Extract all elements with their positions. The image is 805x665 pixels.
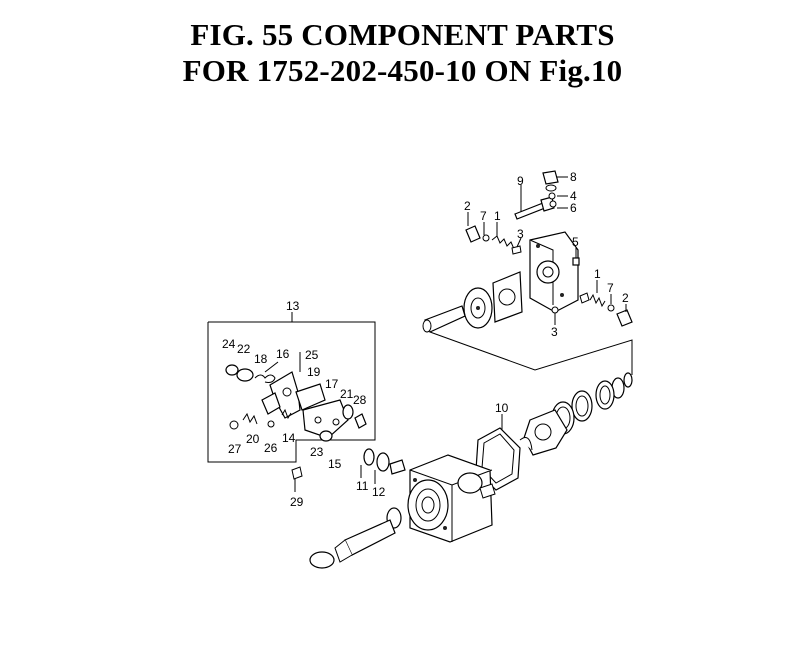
callout-1-upper-left: 1 <box>494 209 501 223</box>
figure-title-line-2: FOR 1752-202-450-10 ON Fig.10 <box>182 53 623 88</box>
callout-29: 29 <box>290 495 304 509</box>
callout-24: 24 <box>222 337 236 351</box>
callout-12: 12 <box>372 485 386 499</box>
callout-10: 10 <box>495 401 509 415</box>
callout-14: 14 <box>282 431 296 445</box>
callout-15: 15 <box>328 457 342 471</box>
callout-23: 23 <box>310 445 324 459</box>
subassembly-frame <box>207 312 376 463</box>
callout-21: 21 <box>340 387 354 401</box>
callout-3-lower: 3 <box>551 325 558 339</box>
callout-8: 8 <box>570 170 577 184</box>
callout-7-right: 7 <box>607 281 614 295</box>
callout-11: 11 <box>356 479 369 493</box>
callout-19: 19 <box>307 365 321 379</box>
main-housing <box>309 448 496 569</box>
callout-27: 27 <box>228 442 242 456</box>
callout-17: 17 <box>325 377 339 391</box>
callout-13: 13 <box>286 299 300 313</box>
lever-subassembly <box>225 361 367 492</box>
callout-9: 9 <box>517 174 524 188</box>
figure-title-line-1: FIG. 55 COMPONENT PARTS <box>190 17 615 52</box>
callout-2-upper-left: 2 <box>464 199 471 213</box>
callout-2-right: 2 <box>622 291 629 305</box>
callout-20: 20 <box>246 432 260 446</box>
cover-and-gasket <box>475 409 568 491</box>
callout-3-upper: 3 <box>517 227 524 241</box>
callout-26: 26 <box>264 441 278 455</box>
callout-4: 4 <box>570 189 577 203</box>
callout-18: 18 <box>254 352 268 366</box>
callout-16: 16 <box>276 347 290 361</box>
callout-28: 28 <box>353 393 367 407</box>
callout-1-right: 1 <box>594 267 601 281</box>
pump-head-group <box>422 170 633 375</box>
callout-22: 22 <box>237 342 251 356</box>
callout-6: 6 <box>570 201 577 215</box>
callout-25: 25 <box>305 348 319 362</box>
callout-labels: 2 7 1 3 9 8 4 6 5 1 7 2 3 10 11 12 13 14… <box>222 170 629 509</box>
callout-5: 5 <box>572 235 579 249</box>
callout-7-upper-left: 7 <box>480 209 487 223</box>
